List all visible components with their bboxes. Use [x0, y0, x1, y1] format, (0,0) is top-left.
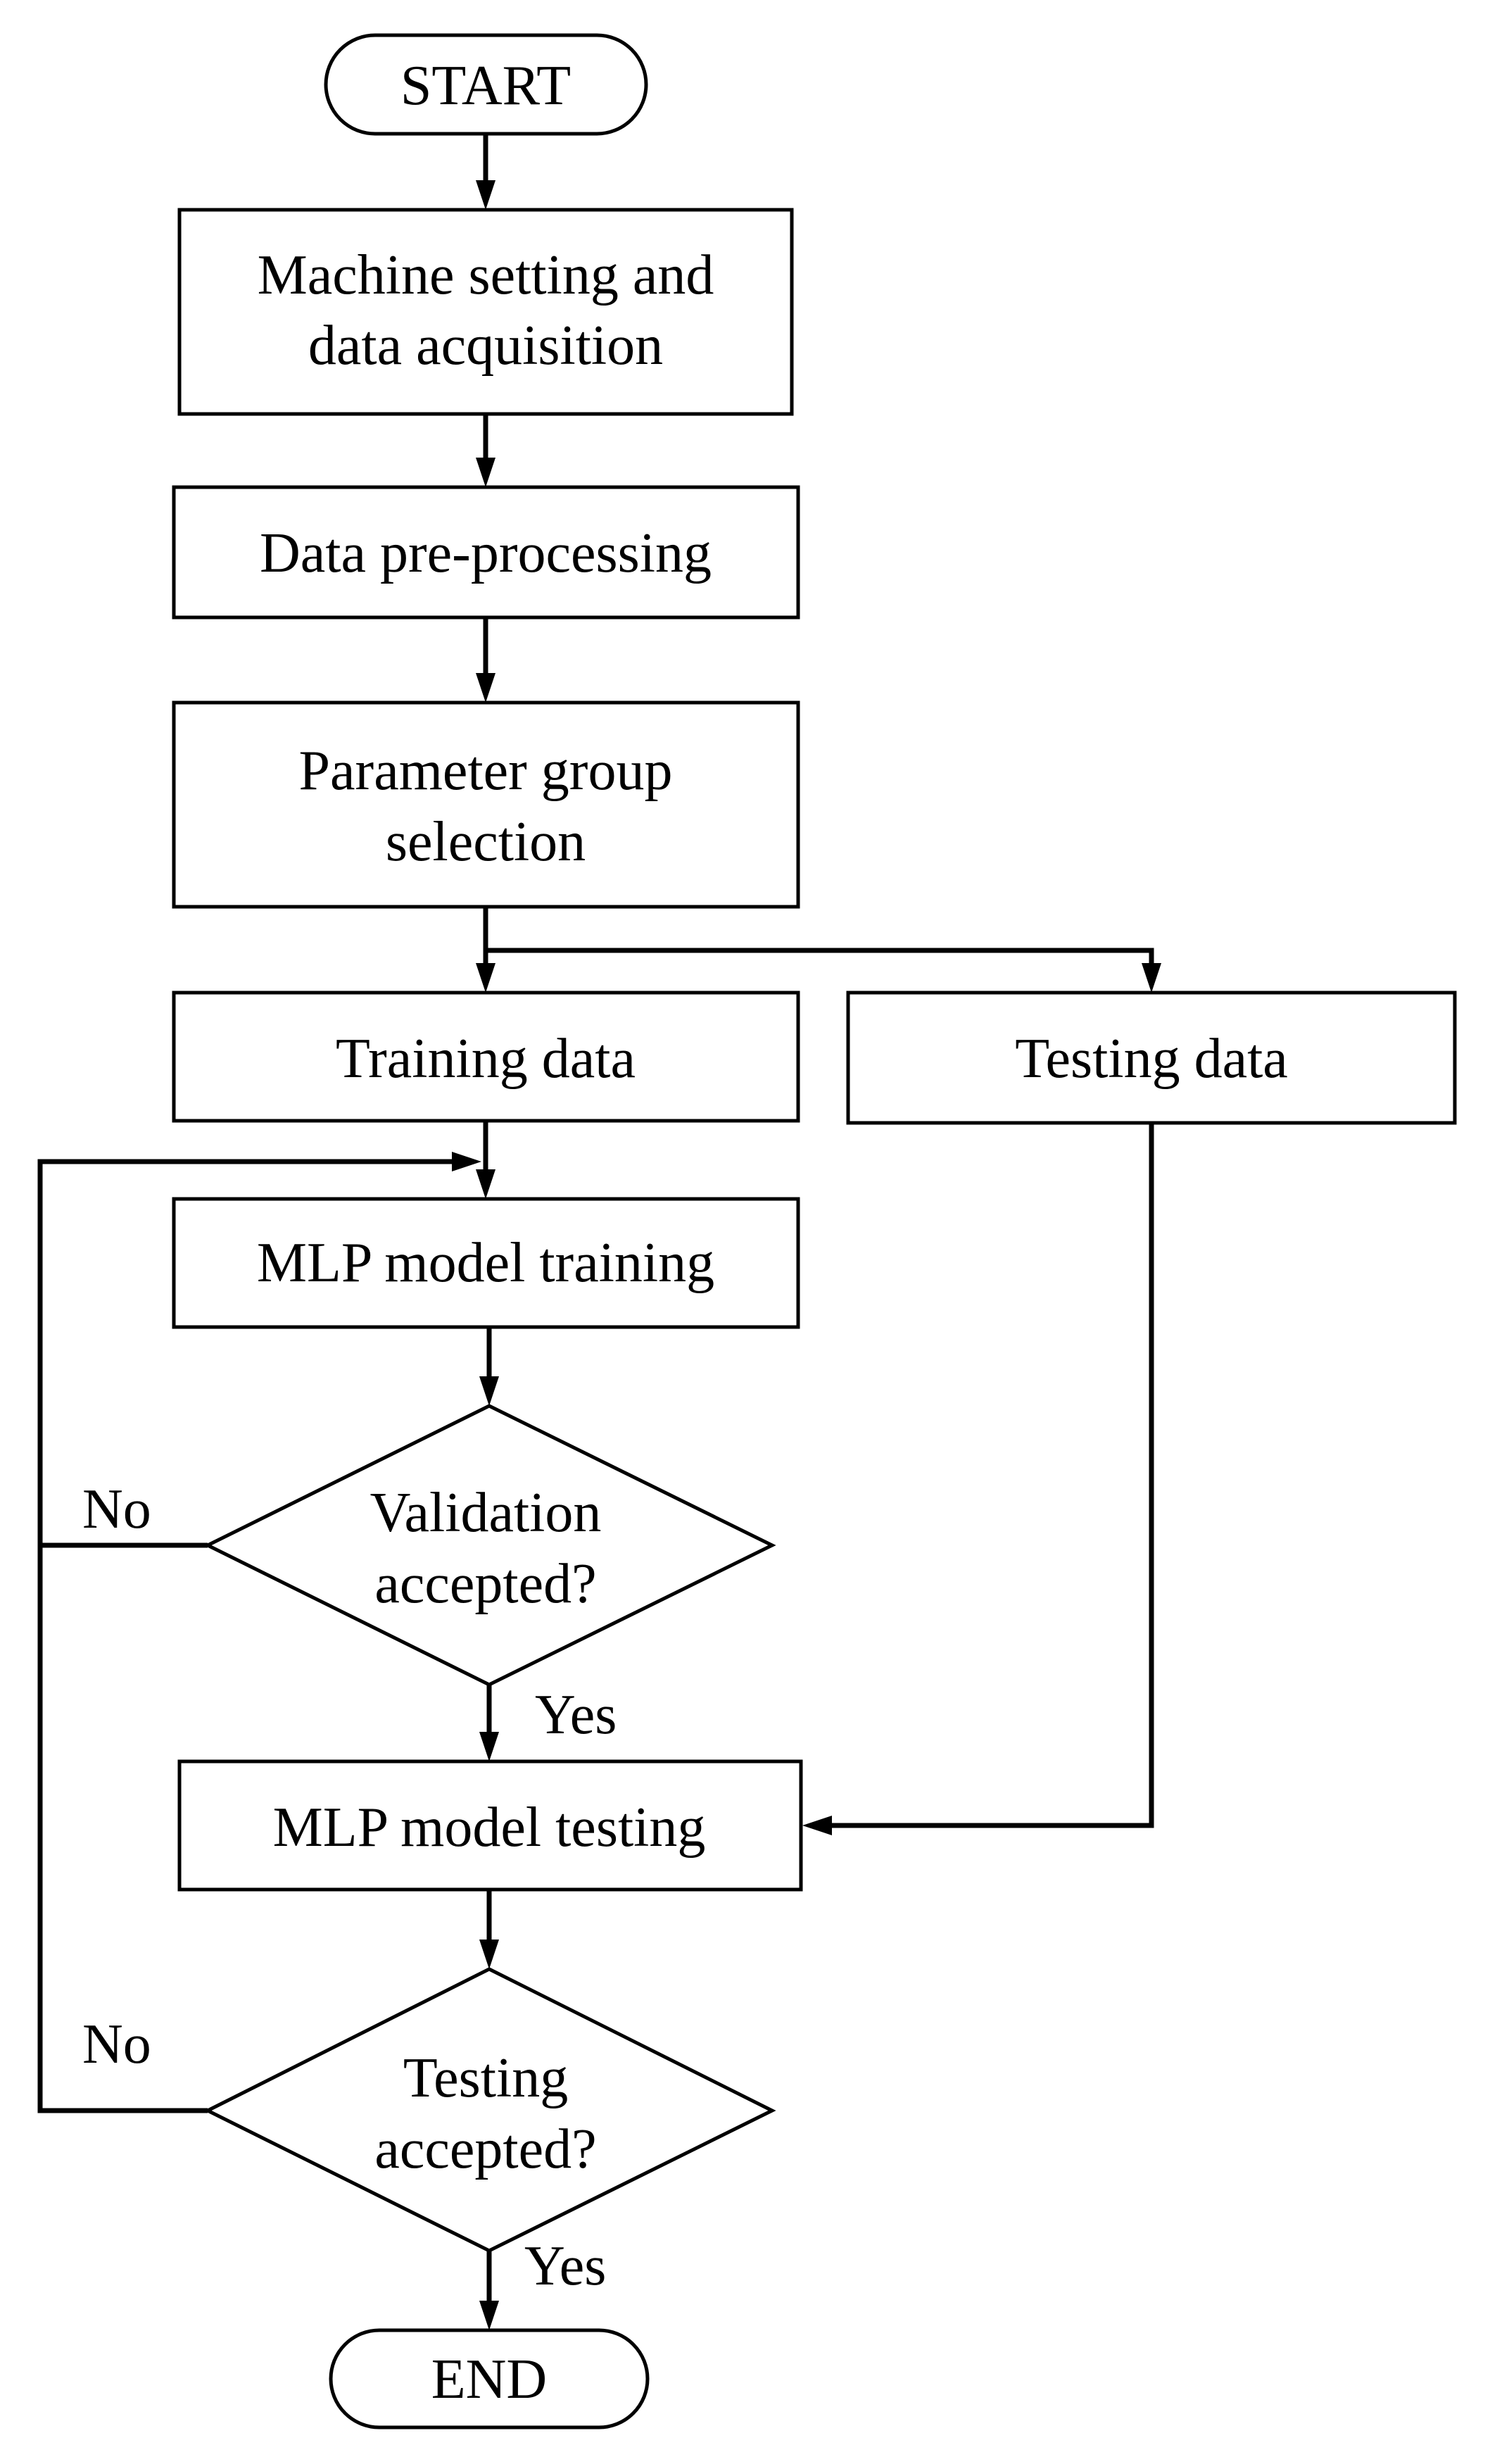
- testing-data-label: Testing data: [1015, 1028, 1288, 1090]
- validation-decision-label-line1: Validation: [370, 1482, 602, 1544]
- testing-data-to-mlp-testing-connector: [831, 1123, 1154, 1828]
- parameter-selection-label-line2: selection: [386, 811, 586, 873]
- testing-no-label: No: [82, 2013, 151, 2075]
- testing-data-box: [846, 991, 1457, 1125]
- mlp-testing-label: MLP model testing: [273, 1797, 706, 1859]
- validation-decision-diamond: [203, 1404, 776, 1687]
- training-data-label: Training data: [336, 1028, 636, 1090]
- feedback-loop-arrowhead: [452, 1152, 481, 1171]
- testing-data-to-mlp-testing-arrowhead: [802, 1816, 832, 1835]
- machine-setting-box: [177, 208, 794, 416]
- mlp-testing-to-testing-decision-arrowhead: [479, 1940, 499, 1969]
- parameter-to-testing-data-connector: [486, 948, 1154, 964]
- training-data-box: [172, 991, 800, 1123]
- end-label: END: [431, 2349, 547, 2410]
- feedback-loop-connector: [37, 1159, 454, 2113]
- preprocessing-label: Data pre-processing: [260, 522, 712, 584]
- machine-to-preprocessing-arrowhead: [476, 458, 495, 487]
- testing-yes-label: Yes: [524, 2235, 606, 2297]
- machine-setting-label-line1: Machine setting and: [258, 244, 714, 306]
- parameter-to-testing-data-arrowhead: [1142, 963, 1161, 993]
- preprocessing-box: [172, 485, 800, 620]
- validation-no-label: No: [82, 1478, 151, 1540]
- validation-decision-label-line2: accepted?: [374, 1553, 596, 1615]
- parameter-to-training-data-arrowhead: [476, 963, 495, 993]
- testing-yes-arrowhead: [479, 2301, 499, 2330]
- start-label: START: [400, 55, 571, 117]
- testing-decision-label-line1: Testing: [403, 2047, 568, 2109]
- testing-decision-diamond: [203, 1967, 776, 2253]
- training-data-to-mlp-training-arrowhead: [476, 1169, 495, 1199]
- parameter-selection-label-line1: Parameter group: [299, 740, 673, 802]
- validation-yes-label: Yes: [535, 1684, 617, 1746]
- parameter-selection-box: [172, 700, 800, 909]
- mlp-training-label: MLP model training: [257, 1232, 714, 1294]
- mlp-training-to-validation-arrowhead: [479, 1376, 499, 1406]
- preprocessing-to-parameter-arrowhead: [476, 673, 495, 703]
- validation-yes-arrowhead: [479, 1732, 499, 1761]
- testing-decision-label-line2: accepted?: [374, 2118, 596, 2180]
- start-to-machine-arrowhead: [476, 180, 495, 210]
- mlp-training-box: [172, 1197, 800, 1329]
- machine-setting-label-line2: data acquisition: [308, 315, 663, 377]
